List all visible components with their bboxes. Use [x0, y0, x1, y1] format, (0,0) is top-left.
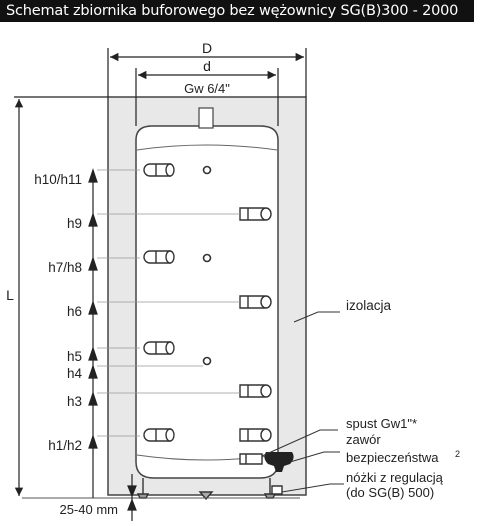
height-label-h9: h9 [67, 216, 82, 231]
feet-label-line2: (do SG(B) 500) [346, 485, 434, 500]
valve-label-line2: bezpieczeństwa [346, 450, 439, 465]
insulation-label: izolacja [346, 298, 392, 313]
height-arrows [88, 168, 98, 498]
port-h3 [239, 384, 272, 398]
diagram-title: Schemat zbiornika buforowego bez wężowni… [0, 0, 474, 22]
height-label-h6: h6 [67, 304, 82, 319]
port-h6 [239, 295, 272, 309]
left-ports [143, 163, 175, 442]
drain-port [239, 453, 263, 465]
port-h1-h2-right [239, 428, 272, 442]
height-label-h5: h5 [67, 349, 82, 364]
dimension-d-label: d [203, 58, 211, 74]
valve-label-line1: zawór [346, 432, 381, 447]
dimension-d [135, 68, 279, 126]
valve-footnote: 2 [455, 449, 460, 459]
floor-gap-dimension [127, 474, 137, 521]
port-h10-h11 [143, 163, 175, 177]
port-h1-h2 [143, 428, 175, 442]
height-label-h3: h3 [67, 394, 82, 409]
dimension-D-label: D [202, 40, 212, 56]
height-leaders [97, 169, 240, 437]
port-h5 [143, 341, 175, 355]
drain-label: spust Gw1"* [346, 416, 417, 431]
dimension-D [107, 48, 307, 97]
safety-valve-icon [264, 452, 294, 472]
dimension-L [14, 96, 108, 496]
adjustable-feet [136, 478, 283, 501]
right-ports [239, 207, 272, 442]
port-h9 [239, 207, 272, 221]
height-label-h10-h11: h10/h11 [34, 172, 82, 187]
dimension-L-label: L [6, 287, 14, 303]
height-label-h4: h4 [67, 366, 83, 381]
top-connection-label: Gw 6/4" [184, 81, 230, 96]
callout-leaders [261, 311, 344, 493]
top-connection-pipe [198, 107, 214, 129]
floor-gap-label: 25-40 mm [59, 502, 118, 517]
height-label-h7-h8: h7/h8 [48, 260, 82, 275]
height-label-h1-h2: h1/h2 [48, 438, 82, 453]
port-h7-h8 [143, 250, 175, 264]
sensor-sockets [202, 165, 212, 366]
feet-label-line1: nóżki z regulacją [346, 470, 444, 485]
